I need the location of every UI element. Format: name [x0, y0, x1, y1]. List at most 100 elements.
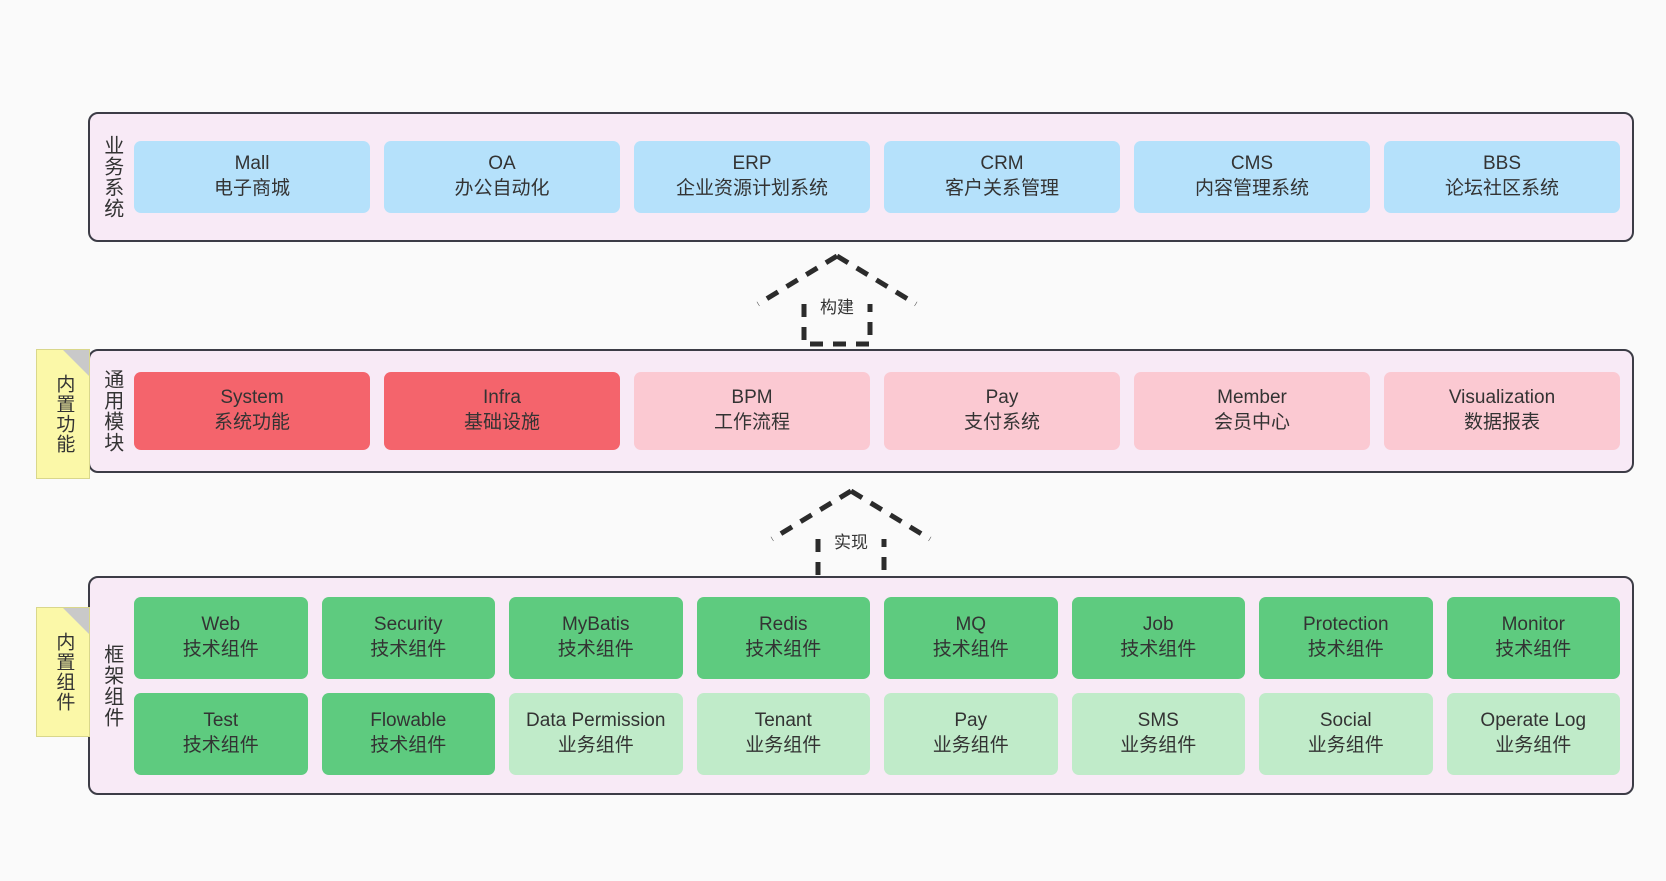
box-social[interactable]: Social 业务组件 — [1259, 692, 1433, 775]
box-cms-sub: 内容管理系统 — [1194, 178, 1309, 199]
layer-framework-body: Web 技术组件 Security 技术组件 MyBatis 技术组件 Redi… — [132, 578, 1632, 793]
box-member-name: Member — [1217, 387, 1287, 409]
box-test[interactable]: Test 技术组件 — [134, 692, 308, 775]
box-crm[interactable]: CRM 客户关系管理 — [884, 141, 1120, 213]
box-bbs[interactable]: BBS 论坛社区系统 — [1384, 141, 1620, 213]
box-monitor[interactable]: Monitor 技术组件 — [1446, 596, 1620, 679]
box-mq[interactable]: MQ 技术组件 — [884, 596, 1058, 679]
layer-framework-components: 框架组件 Web 技术组件 Security 技术组件 MyBatis 技术组件… — [88, 576, 1634, 795]
box-member-sub: 会员中心 — [1213, 412, 1290, 433]
box-test-name: Test — [203, 709, 239, 731]
box-security-name: Security — [373, 613, 443, 635]
box-system[interactable]: System 系统功能 — [134, 372, 370, 450]
box-mall-name: Mall — [234, 153, 270, 175]
box-infra[interactable]: Infra 基础设施 — [384, 372, 620, 450]
box-operate-log[interactable]: Operate Log 业务组件 — [1446, 692, 1620, 775]
box-mall-sub: 电子商城 — [213, 178, 290, 199]
box-erp[interactable]: ERP 企业资源计划系统 — [634, 141, 870, 213]
box-bbs-sub: 论坛社区系统 — [1444, 178, 1559, 199]
arrow-implement: 实现 — [766, 487, 936, 583]
box-oa[interactable]: OA 办公自动化 — [384, 141, 620, 213]
note-builtin-functions: 内置功能 — [36, 349, 90, 479]
note-builtin-components: 内置组件 — [36, 607, 90, 737]
layer-business-systems: 业务系统 Mall 电子商城 OA 办公自动化 ERP 企业资源计划系统 CRM… — [88, 112, 1634, 242]
box-flowable[interactable]: Flowable 技术组件 — [321, 692, 495, 775]
box-visualization-name: Visualization — [1448, 387, 1556, 409]
box-sms-name: SMS — [1137, 709, 1179, 731]
box-oa-name: OA — [488, 153, 516, 175]
box-tenant-sub: 业务组件 — [745, 734, 822, 756]
note-fold-corner-icon — [63, 350, 89, 376]
box-visualization[interactable]: Visualization 数据报表 — [1384, 372, 1620, 450]
box-redis-name: Redis — [758, 613, 808, 635]
box-security-sub: 技术组件 — [370, 638, 447, 660]
layer-business-body: Mall 电子商城 OA 办公自动化 ERP 企业资源计划系统 CRM 客户关系… — [132, 114, 1632, 240]
box-data-permission-sub: 业务组件 — [557, 734, 634, 756]
box-cms[interactable]: CMS 内容管理系统 — [1134, 141, 1370, 213]
box-pay-component[interactable]: Pay 业务组件 — [884, 692, 1058, 775]
box-mybatis-sub: 技术组件 — [557, 638, 634, 660]
box-monitor-name: Monitor — [1501, 613, 1565, 635]
box-mybatis[interactable]: MyBatis 技术组件 — [509, 596, 683, 679]
box-bpm-name: BPM — [731, 387, 773, 409]
box-operate-log-name: Operate Log — [1480, 709, 1587, 731]
box-pay-component-name: Pay — [954, 709, 988, 731]
box-crm-sub: 客户关系管理 — [944, 178, 1059, 199]
box-job-sub: 技术组件 — [1120, 638, 1197, 660]
box-pay-module-sub: 支付系统 — [963, 412, 1040, 433]
box-web-name: Web — [201, 613, 241, 635]
box-job[interactable]: Job 技术组件 — [1071, 596, 1245, 679]
box-data-permission-name: Data Permission — [526, 709, 666, 731]
box-redis-sub: 技术组件 — [745, 638, 822, 660]
business-box-row: Mall 电子商城 OA 办公自动化 ERP 企业资源计划系统 CRM 客户关系… — [134, 141, 1620, 213]
box-job-name: Job — [1142, 613, 1174, 635]
box-protection[interactable]: Protection 技术组件 — [1259, 596, 1433, 679]
box-oa-sub: 办公自动化 — [454, 178, 550, 199]
box-mq-name: MQ — [955, 613, 987, 635]
box-protection-sub: 技术组件 — [1307, 638, 1384, 660]
box-mall[interactable]: Mall 电子商城 — [134, 141, 370, 213]
box-infra-name: Infra — [482, 387, 522, 409]
common-box-row: System 系统功能 Infra 基础设施 BPM 工作流程 Pay 支付系统… — [134, 372, 1620, 450]
layer-business-title: 业务系统 — [100, 135, 123, 219]
layer-common-body: System 系统功能 Infra 基础设施 BPM 工作流程 Pay 支付系统… — [132, 351, 1632, 471]
box-tenant[interactable]: Tenant 业务组件 — [696, 692, 870, 775]
box-web-sub: 技术组件 — [182, 638, 259, 660]
box-tenant-name: Tenant — [754, 709, 812, 731]
note-fold-corner-icon — [63, 608, 89, 634]
box-erp-sub: 企业资源计划系统 — [675, 178, 828, 199]
layer-common-title: 通用模块 — [100, 369, 123, 453]
box-member[interactable]: Member 会员中心 — [1134, 372, 1370, 450]
box-pay-component-sub: 业务组件 — [932, 734, 1009, 756]
box-system-name: System — [220, 387, 284, 409]
note-builtin-components-label: 内置组件 — [53, 632, 75, 712]
box-bpm[interactable]: BPM 工作流程 — [634, 372, 870, 450]
box-data-permission[interactable]: Data Permission 业务组件 — [509, 692, 683, 775]
layer-common-modules: 通用模块 System 系统功能 Infra 基础设施 BPM 工作流程 Pay… — [88, 349, 1634, 473]
box-test-sub: 技术组件 — [182, 734, 259, 756]
box-bbs-name: BBS — [1482, 153, 1522, 175]
arrow-implement-label: 实现 — [834, 533, 868, 552]
box-sms-sub: 业务组件 — [1120, 734, 1197, 756]
layer-framework-title: 框架组件 — [100, 643, 123, 728]
box-web[interactable]: Web 技术组件 — [134, 596, 308, 679]
box-sms[interactable]: SMS 业务组件 — [1071, 692, 1245, 775]
box-security[interactable]: Security 技术组件 — [321, 596, 495, 679]
box-pay-module[interactable]: Pay 支付系统 — [884, 372, 1120, 450]
box-erp-name: ERP — [732, 153, 772, 175]
box-visualization-sub: 数据报表 — [1463, 412, 1540, 433]
box-cms-name: CMS — [1230, 153, 1274, 175]
box-flowable-sub: 技术组件 — [370, 734, 447, 756]
box-mq-sub: 技术组件 — [932, 638, 1009, 660]
box-monitor-sub: 技术组件 — [1495, 638, 1572, 660]
box-social-name: Social — [1319, 709, 1372, 731]
box-infra-sub: 基础设施 — [463, 412, 540, 433]
box-bpm-sub: 工作流程 — [713, 412, 790, 433]
box-redis[interactable]: Redis 技术组件 — [696, 596, 870, 679]
box-social-sub: 业务组件 — [1307, 734, 1384, 756]
framework-business-row: Test 技术组件 Flowable 技术组件 Data Permission … — [134, 692, 1620, 775]
box-system-sub: 系统功能 — [213, 412, 290, 433]
box-protection-name: Protection — [1302, 613, 1389, 635]
box-mybatis-name: MyBatis — [561, 613, 630, 635]
